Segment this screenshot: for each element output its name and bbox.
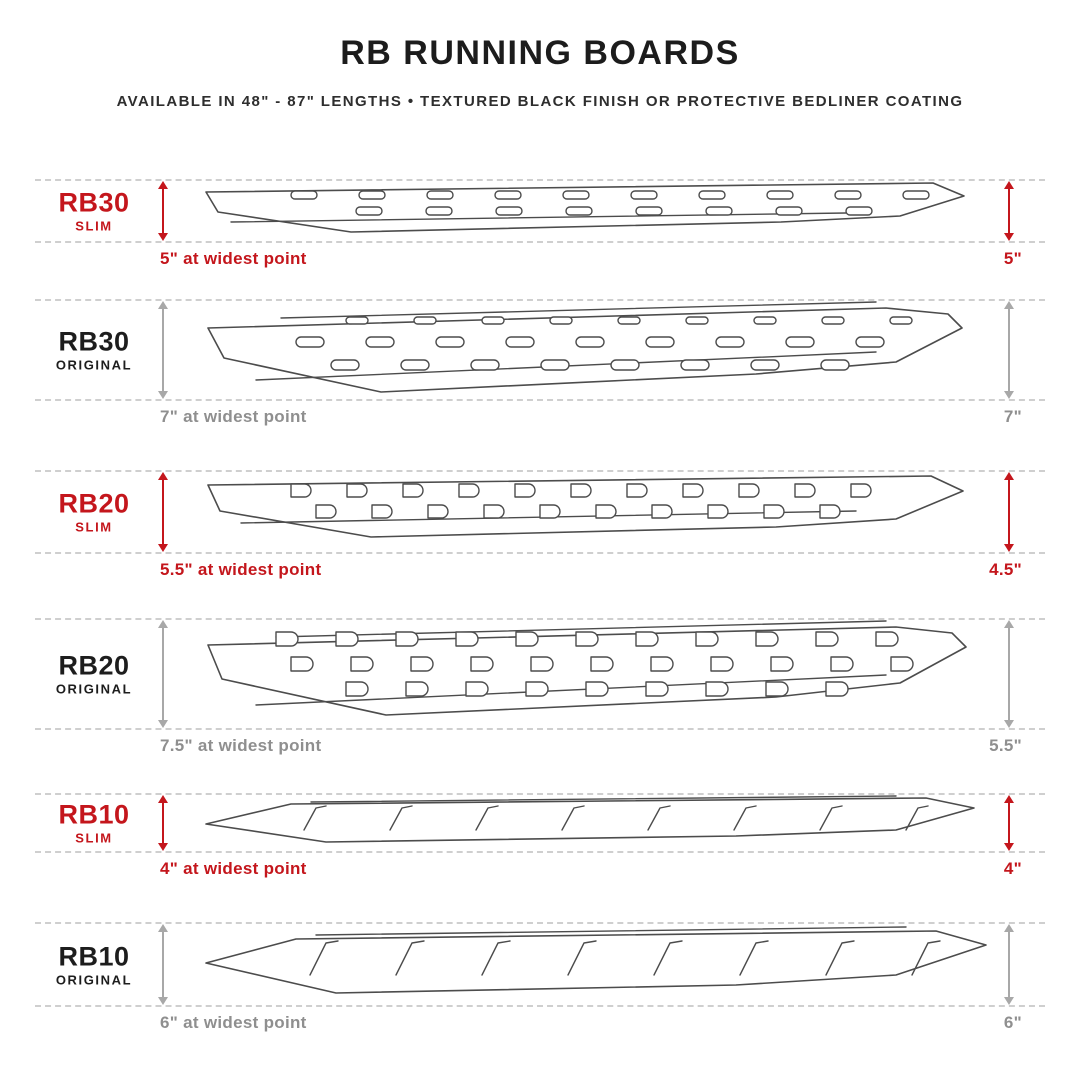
variant-name: SLIM (75, 830, 113, 846)
dashed-guide-top (35, 299, 1045, 301)
widest-point-measurement: 4" at widest point (160, 859, 307, 878)
height-arrow-left-icon (156, 924, 170, 1005)
row-rb30-slim: RB30 SLIM 5" at widest point 5" (0, 179, 1080, 268)
model-name: RB30 (58, 326, 130, 357)
running-board-drawing (207, 475, 964, 538)
page-header: RB RUNNING BOARDS AVAILABLE IN 48" - 87"… (0, 34, 1080, 110)
product-label: RB10 SLIM (36, 799, 152, 846)
height-arrow-right-icon (1002, 924, 1016, 1005)
row-rb20-original: RB20 ORIGINAL 7.5" at widest point 5.5" (0, 618, 1080, 755)
height-measurement: 7" (1003, 407, 1022, 426)
running-board-drawing (207, 620, 967, 716)
widest-point-measurement: 7.5" at widest point (160, 736, 322, 755)
row-rb30-original: RB30 ORIGINAL 7" at widest point 7" (0, 299, 1080, 426)
height-measurement: 4.5" (989, 560, 1022, 579)
dashed-guide-bottom (35, 552, 1045, 554)
dashed-guide-bottom (35, 1005, 1045, 1007)
row-rb20-slim: RB20 SLIM 5.5" at widest point 4.5" (0, 470, 1080, 579)
widest-point-measurement: 5.5" at widest point (160, 560, 322, 579)
height-arrow-right-icon (1002, 620, 1016, 728)
dashed-guide-top (35, 179, 1045, 181)
product-label: RB20 SLIM (36, 488, 152, 535)
height-arrow-left-icon (156, 795, 170, 851)
height-arrow-left-icon (156, 181, 170, 241)
variant-name: SLIM (75, 519, 113, 535)
widest-point-measurement: 7" at widest point (160, 407, 307, 426)
page-subtitle: AVAILABLE IN 48" - 87" LENGTHS • TEXTURE… (116, 93, 964, 110)
page-title: RB RUNNING BOARDS (340, 34, 740, 72)
dashed-guide-top (35, 793, 1045, 795)
running-board-drawing (205, 182, 965, 233)
product-label: RB30 ORIGINAL (36, 326, 152, 373)
running-board-drawing (205, 926, 987, 994)
height-arrow-left-icon (156, 472, 170, 552)
height-arrow-right-icon (1002, 795, 1016, 851)
widest-point-measurement: 6" at widest point (160, 1013, 307, 1032)
row-rb10-original: RB10 ORIGINAL 6" at widest point 6" (0, 922, 1080, 1032)
dashed-guide-top (35, 618, 1045, 620)
model-name: RB30 (58, 187, 130, 218)
height-measurement: 5.5" (989, 736, 1022, 755)
height-arrow-right-icon (1002, 181, 1016, 241)
widest-point-measurement: 5" at widest point (160, 249, 307, 268)
product-label: RB20 ORIGINAL (36, 650, 152, 697)
height-arrow-right-icon (1002, 472, 1016, 552)
height-arrow-right-icon (1002, 301, 1016, 399)
variant-name: SLIM (75, 218, 113, 234)
product-label: RB10 ORIGINAL (36, 940, 152, 988)
product-label: RB30 SLIM (36, 187, 152, 234)
height-measurement: 5" (1003, 249, 1022, 268)
model-name: RB20 (58, 488, 130, 519)
variant-name: ORIGINAL (55, 357, 133, 373)
dashed-guide-top (35, 922, 1045, 924)
height-arrow-left-icon (156, 620, 170, 728)
dashed-guide-bottom (35, 728, 1045, 730)
height-measurement: 4" (1003, 859, 1022, 878)
model-name: RB10 (58, 799, 130, 830)
running-board-drawing (205, 795, 975, 843)
dashed-guide-bottom (35, 241, 1045, 243)
variant-name: ORIGINAL (55, 681, 133, 697)
model-name: RB20 (58, 650, 130, 681)
model-name: RB10 (58, 940, 130, 971)
dashed-guide-bottom (35, 851, 1045, 853)
running-board-drawing (207, 301, 963, 393)
height-arrow-left-icon (156, 301, 170, 399)
height-measurement: 6" (1003, 1013, 1022, 1032)
dashed-guide-bottom (35, 399, 1045, 401)
row-rb10-slim: RB10 SLIM 4" at widest point 4" (0, 793, 1080, 878)
variant-name: ORIGINAL (55, 972, 133, 988)
dashed-guide-top (35, 470, 1045, 472)
